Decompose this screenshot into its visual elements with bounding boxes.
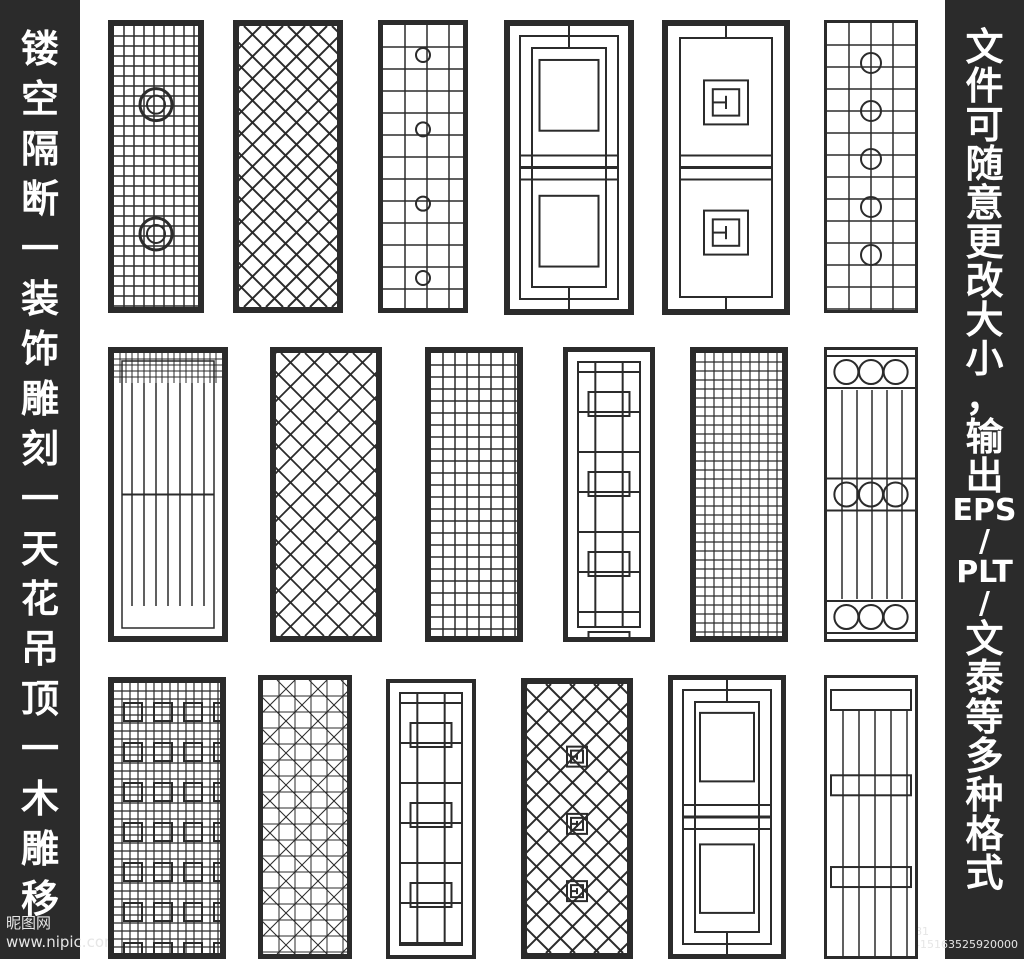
lattice-pattern [399,692,463,946]
lattice-pattern [276,353,376,636]
lattice-pattern [827,23,915,310]
banner-char: / [979,586,990,621]
banner-char: 饰 [20,327,59,371]
banner-char: 天 [20,527,59,571]
panel-r3-5 [668,675,786,959]
banner-char: 移 [20,877,59,921]
banner-char: 一 [20,227,59,271]
banner-char: 文 [965,25,1004,69]
panel-r3-6 [824,675,918,959]
panel-r1-6 [824,20,918,313]
lattice-pattern [114,26,198,307]
lattice-pattern [114,353,222,629]
banner-char: PLT [956,555,1013,590]
left-banner-text: 镂空隔断一装饰雕刻一天花吊顶一木雕移 [0,30,80,930]
banner-char: EPS [952,493,1017,528]
banner-char: 顶 [20,677,59,721]
banner-char: 意 [965,181,1004,225]
panel-r2-3 [425,347,523,642]
panel-r2-5 [690,347,788,642]
panel-r3-4 [521,678,633,959]
lattice-pattern [383,25,463,308]
lattice-pattern [527,684,627,953]
panel-r3-1 [108,677,226,959]
panel-r2-6 [824,347,918,642]
banner-char: 文 [965,617,1004,661]
lattice-pattern [114,683,220,953]
banner-char: 改 [965,259,1004,303]
banner-char: ， [965,376,1004,420]
banner-char: 断 [20,177,59,221]
banner-char: 格 [965,812,1004,856]
panel-r1-1 [108,20,204,313]
lattice-pattern [263,680,347,954]
banner-char: 输 [965,415,1004,459]
banner-char: 多 [965,734,1004,778]
banner-char: 件 [965,64,1004,108]
banner-char: 花 [20,577,59,621]
banner-char: 刻 [20,427,59,471]
lattice-pattern [519,26,619,309]
lattice-pattern [679,26,773,309]
lattice-pattern [696,353,782,636]
panel-r1-3 [378,20,468,313]
panel-r1-4 [504,20,634,315]
panel-r2-2 [270,347,382,642]
lattice-pattern [682,680,772,954]
lattice-pattern [577,361,641,637]
panel-r1-5 [662,20,790,315]
panel-r1-2 [233,20,343,313]
banner-char: 空 [20,77,59,121]
banner-char: 出 [965,454,1004,498]
banner-char: 泰 [965,656,1004,700]
lattice-pattern [239,26,337,307]
banner-char: 大 [965,298,1004,342]
left-banner: 镂空隔断一装饰雕刻一天花吊顶一木雕移 昵图网 www.nipic.com [0,0,119,959]
panel-r3-3 [386,679,476,959]
watermark-left: 昵图网 www.nipic.com [6,914,119,951]
banner-char: 雕 [20,377,59,421]
banner-char: 吊 [20,627,59,671]
banner-char: 可 [965,103,1004,147]
lattice-pattern [827,355,915,634]
panel-r3-2 [258,675,352,959]
banner-char: 一 [20,477,59,521]
banner-char: 隔 [20,127,59,171]
lattice-pattern [830,689,912,956]
panel-r2-4 [563,347,655,642]
banner-char: 等 [965,695,1004,739]
panel-r2-1 [108,347,228,642]
banner-char: / [979,524,990,559]
banner-char: 木 [20,777,59,821]
banner-char: 镂 [20,27,59,71]
banner-char: 随 [965,142,1004,186]
banner-char: 更 [965,220,1004,264]
banner-char: 雕 [20,827,59,871]
banner-char: 一 [20,727,59,771]
banner-char: 种 [965,773,1004,817]
banner-char: 装 [20,277,59,321]
banner-char: 小 [965,337,1004,381]
banner-char: 式 [965,851,1004,895]
lattice-pattern [431,353,517,636]
